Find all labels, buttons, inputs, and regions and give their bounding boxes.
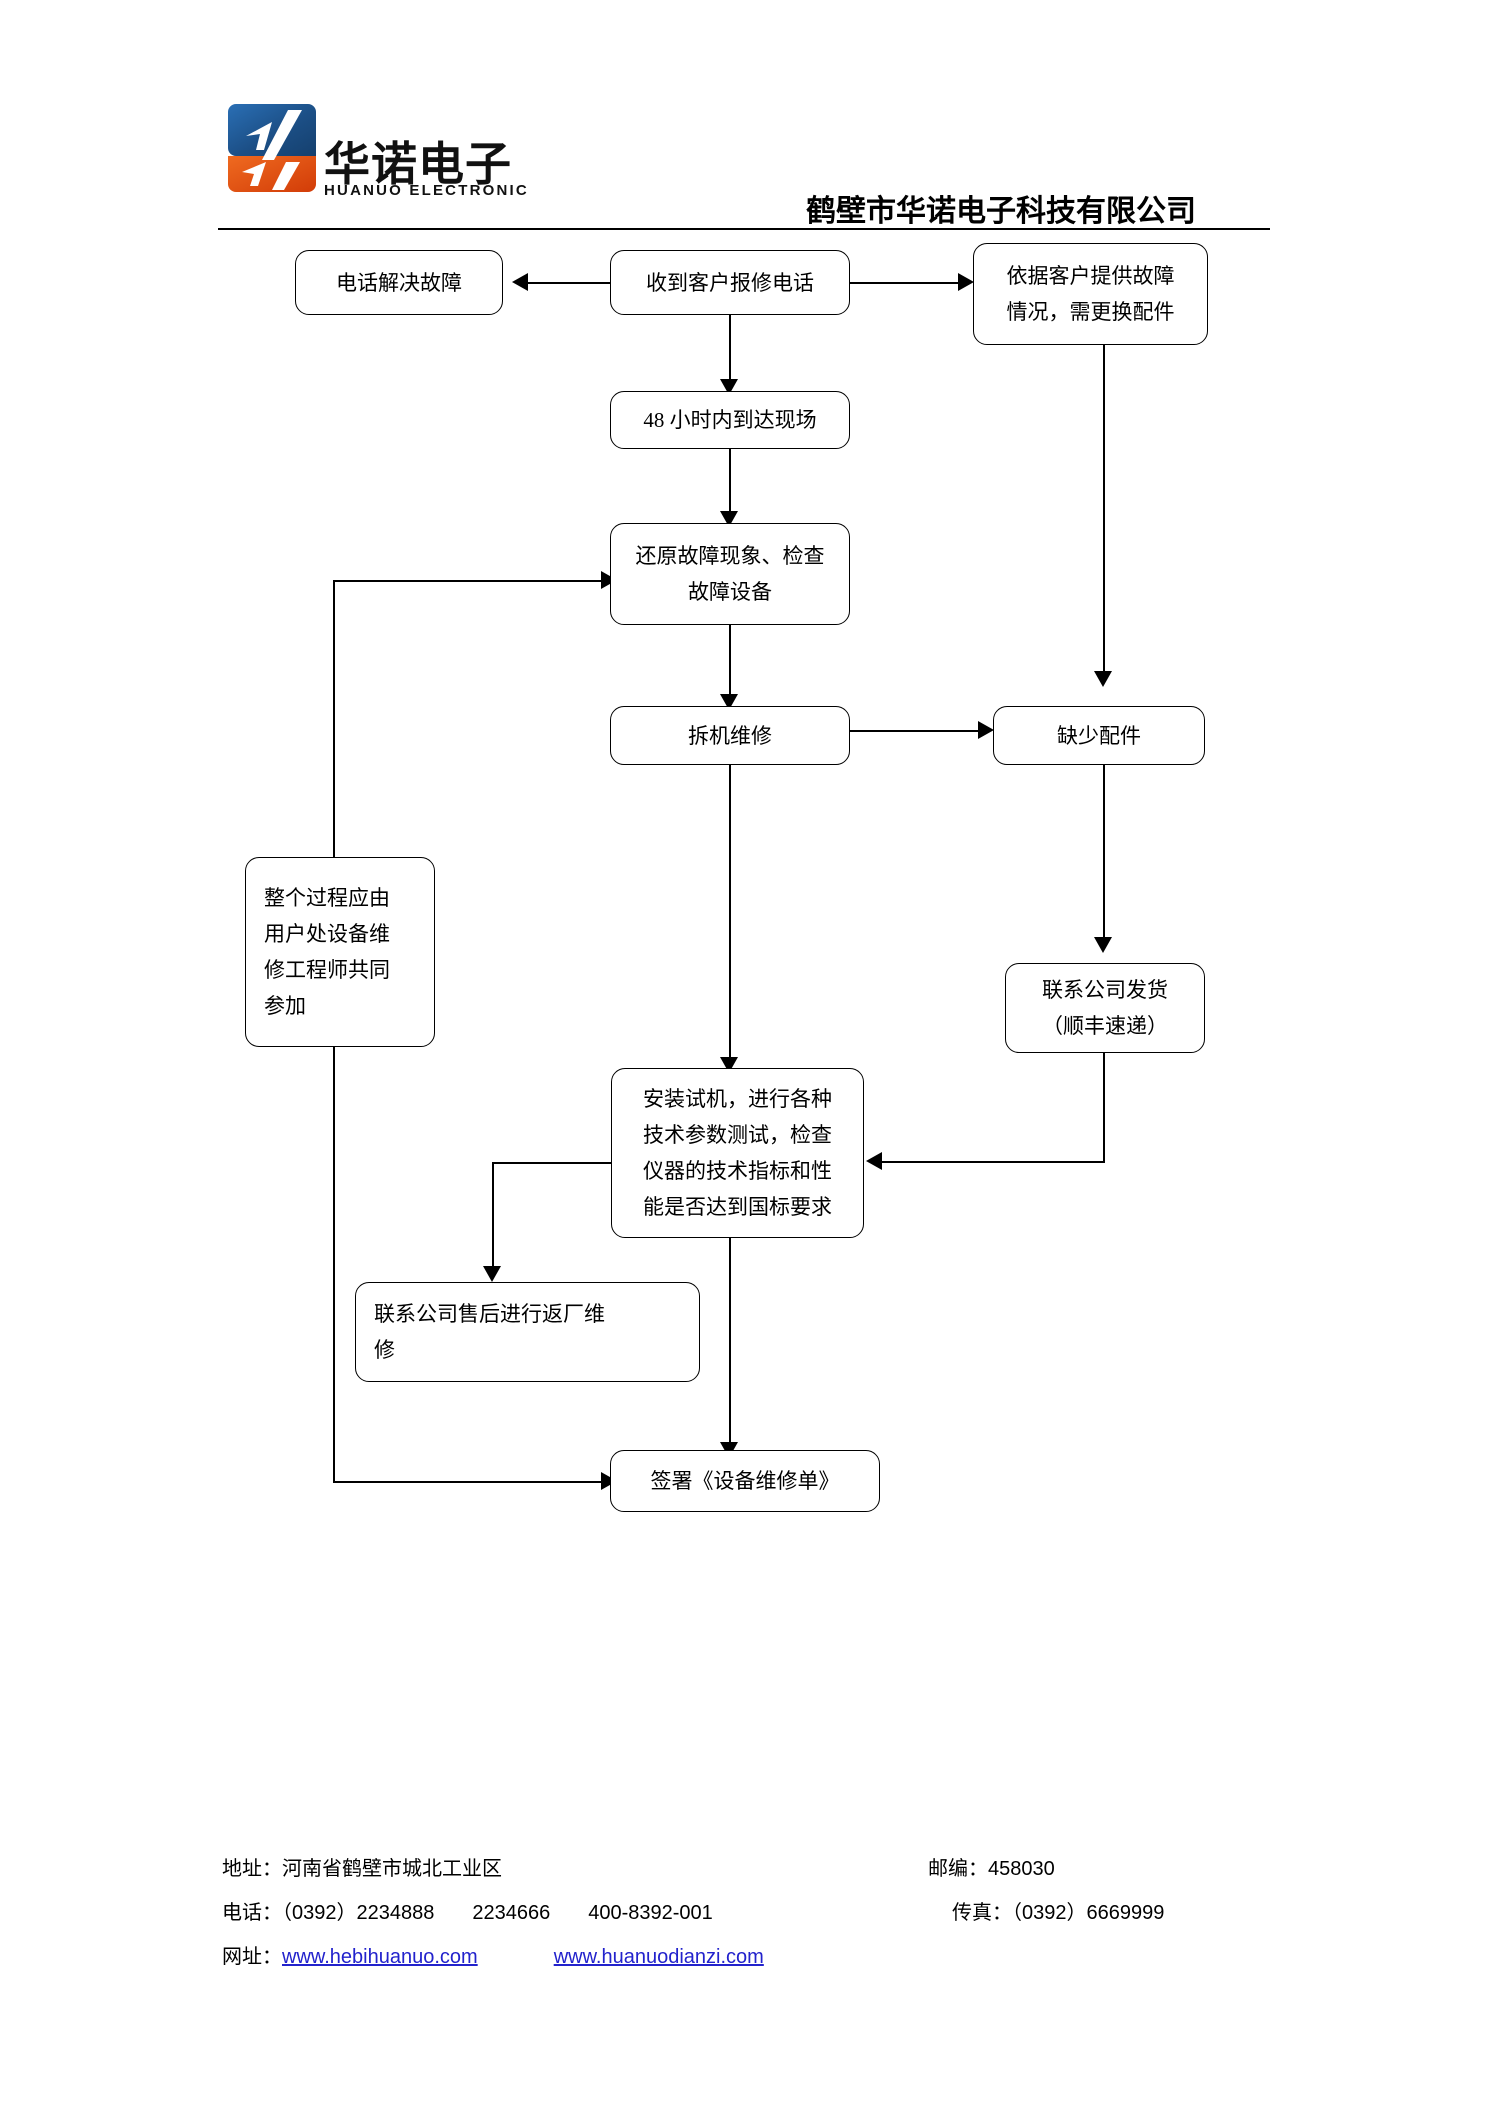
node-sign-order-label: 签署《设备维修单》 (650, 1469, 840, 1493)
fax-value: （0392）6669999 (1012, 1902, 1165, 1924)
node-disassemble-repair-label: 拆机维修 (688, 723, 772, 748)
website-link-1[interactable]: www.hebihuanuo.com (282, 1946, 478, 1968)
arrowhead-left-phonefix (512, 273, 528, 291)
arrowhead-right-needparts (958, 273, 974, 291)
zip-label: 邮编： (928, 1858, 988, 1880)
logo-english-text: HUANUO ELECTRONIC (324, 182, 529, 199)
node-restore-check[interactable]: 还原故障现象、检查 故障设备 (610, 523, 850, 625)
footer-phone-row: 电话：（0392）2234888 2234666 400-8392-001 传真：（… (222, 1896, 1282, 1940)
footer-address: 地址：河南省鹤壁市城北工业区 (222, 1852, 502, 1881)
node-phone-fix-label: 电话解决故障 (336, 270, 462, 295)
connector-ship-down (1103, 1053, 1105, 1163)
connector-disassemble-to-install (729, 765, 731, 1065)
header-divider (218, 228, 1270, 230)
node-restore-check-label: 还原故障现象、检查 故障设备 (635, 544, 825, 604)
huanuo-arrow-logo-icon (228, 104, 316, 192)
phone-label: 电话： (222, 1902, 282, 1924)
node-receive-call-label: 收到客户报修电话 (646, 270, 814, 295)
zip-value: 458030 (988, 1858, 1055, 1880)
connector-left-rail-bottom (333, 1481, 603, 1483)
connector-ship-to-install (880, 1161, 1105, 1163)
node-return-factory-label: 联系公司售后进行返厂维 修 (374, 1302, 605, 1362)
arrowhead-down-returnfactory (483, 1266, 501, 1282)
node-install-test-label: 安装试机，进行各种 技术参数测试，检查 仪器的技术指标和性 能是否达到国标要求 (643, 1087, 832, 1219)
node-sign-order[interactable]: 签署《设备维修单》 (610, 1450, 880, 1512)
node-return-factory[interactable]: 联系公司售后进行返厂维 修 (355, 1282, 700, 1382)
phone-value-2: 2234666 (472, 1902, 551, 1924)
node-need-parts-label: 依据客户提供故障 情况，需更换配件 (1006, 264, 1175, 324)
node-ship-goods-label: 联系公司发货 （顺丰速递） (1042, 978, 1168, 1038)
connector-call-to-48h (729, 315, 731, 387)
footer-web-row: 网址：www.hebihuanuo.com www.huanuodianzi.co… (222, 1940, 1282, 1984)
footer-fax: 传真：（0392）6669999 (952, 1896, 1164, 1925)
arrowhead-down-ship (1094, 937, 1112, 953)
page-title: 鹤壁市华诺电子科技有限公司 (806, 195, 1196, 228)
footer-address-row: 地址：河南省鹤壁市城北工业区 邮编：458030 (222, 1852, 1282, 1896)
connector-needparts-to-lackparts (1103, 345, 1105, 679)
node-install-test[interactable]: 安装试机，进行各种 技术参数测试，检查 仪器的技术指标和性 能是否达到国标要求 (611, 1068, 864, 1238)
connector-lackparts-to-ship (1103, 765, 1105, 945)
node-lack-parts[interactable]: 缺少配件 (993, 706, 1205, 765)
website-link-2[interactable]: www.huanuodianzi.com (553, 1946, 764, 1968)
phone-value: （0392）2234888 (282, 1902, 435, 1924)
connector-install-loop-h (492, 1162, 612, 1164)
arrowhead-right-lackparts (978, 721, 994, 739)
connector-restore-to-disassemble (729, 625, 731, 703)
connector-disassemble-to-lackparts (848, 730, 978, 732)
connector-call-to-phonefix (520, 282, 610, 284)
connector-left-rail-top (333, 580, 603, 582)
arrowhead-left-install (866, 1152, 882, 1170)
phone-value-3: 400-8392-001 (588, 1902, 713, 1924)
node-arrive-48h-label: 48 小时内到达现场 (643, 408, 817, 432)
connector-48h-to-restore (729, 443, 731, 519)
node-need-parts[interactable]: 依据客户提供故障 情况，需更换配件 (973, 243, 1208, 345)
connector-note-stem (333, 840, 335, 860)
connector-install-to-sign (729, 1238, 731, 1450)
page-footer: 地址：河南省鹤壁市城北工业区 邮编：458030 电话：（0392）223488… (222, 1852, 1282, 1984)
fax-label: 传真： (952, 1902, 1012, 1924)
node-disassemble-repair[interactable]: 拆机维修 (610, 706, 850, 765)
company-logo: 华诺电子 HUANUO ELECTRONIC (228, 100, 568, 199)
footer-phone: 电话：（0392）2234888 2234666 400-8392-001 (222, 1896, 713, 1925)
node-phone-fix[interactable]: 电话解决故障 (295, 250, 503, 315)
footer-zip: 邮编：458030 (928, 1852, 1055, 1881)
node-lack-parts-label: 缺少配件 (1057, 723, 1141, 748)
node-ship-goods[interactable]: 联系公司发货 （顺丰速递） (1005, 963, 1205, 1053)
connector-call-to-needparts (848, 282, 958, 284)
web-label: 网址： (222, 1946, 282, 1968)
connector-install-loop-v (492, 1162, 494, 1274)
arrowhead-down-lackparts-top (1094, 671, 1112, 687)
footer-web: 网址：www.hebihuanuo.com www.huanuodianzi.co… (222, 1940, 764, 1969)
logo-chinese-text: 华诺电子 (324, 138, 512, 190)
node-arrive-48h[interactable]: 48 小时内到达现场 (610, 391, 850, 449)
address-value: 河南省鹤壁市城北工业区 (282, 1858, 502, 1880)
address-label: 地址： (222, 1858, 282, 1880)
node-whole-process-note[interactable]: 整个过程应由 用户处设备维 修工程师共同 参加 (245, 857, 435, 1047)
node-whole-process-note-label: 整个过程应由 用户处设备维 修工程师共同 参加 (264, 886, 390, 1018)
node-receive-call[interactable]: 收到客户报修电话 (610, 250, 850, 315)
